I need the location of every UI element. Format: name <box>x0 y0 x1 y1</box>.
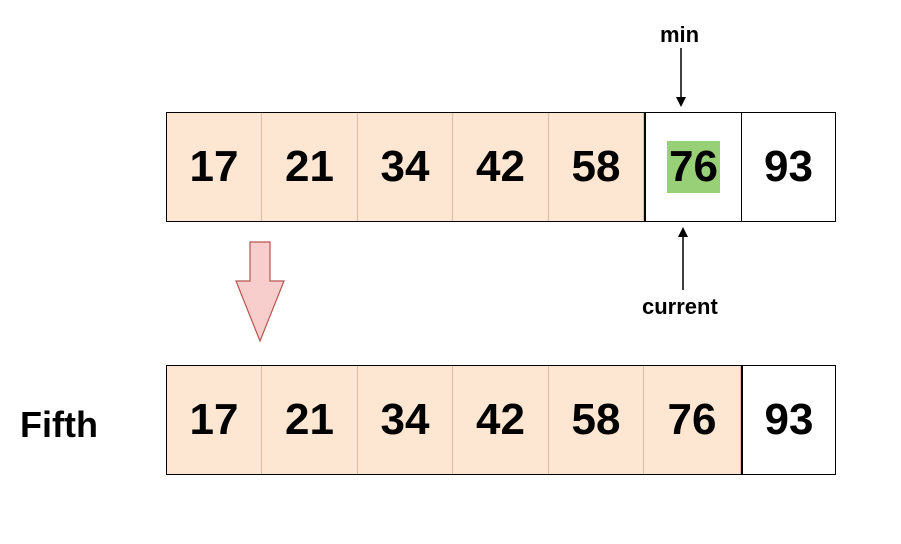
cell-value: 21 <box>285 142 334 191</box>
cell-value: 34 <box>380 142 430 191</box>
cell-value: 17 <box>189 395 239 444</box>
cell-value: 58 <box>571 395 621 444</box>
down-arrow-icon <box>235 241 285 343</box>
cell-value: 42 <box>476 142 525 191</box>
bottom-cell: 93 <box>741 366 835 474</box>
bottom-cell: 21 <box>262 366 358 474</box>
bottom-cell: 34 <box>358 366 453 474</box>
cell-value: 58 <box>571 142 621 191</box>
bottom-cell: 76 <box>644 366 741 474</box>
cell-value: 21 <box>285 395 334 444</box>
top-cell: 42 <box>453 113 549 221</box>
top-cell: 76 <box>644 113 741 221</box>
cell-value: 42 <box>476 395 525 444</box>
top-cell: 17 <box>167 113 262 221</box>
current-pointer-label: current <box>642 294 718 319</box>
bottom-cell: 42 <box>453 366 549 474</box>
top-cell: 34 <box>358 113 453 221</box>
cell-value: 93 <box>764 142 813 191</box>
top-cell: 58 <box>549 113 644 221</box>
pass-label: Fifth <box>20 404 98 445</box>
cell-value: 93 <box>764 395 814 444</box>
fifth-pass-array-row: 17 21 34 42 58 76 93 <box>166 365 836 475</box>
top-cell: 93 <box>741 113 835 221</box>
bottom-cell: 58 <box>549 366 644 474</box>
top-cell: 21 <box>262 113 358 221</box>
min-pointer-label: min <box>660 22 700 47</box>
cell-value: 34 <box>380 395 430 444</box>
cell-value: 17 <box>189 142 239 191</box>
top-array-row: 17 21 34 42 58 76 93 <box>166 112 836 222</box>
bottom-cell: 17 <box>167 366 262 474</box>
cell-value: 76 <box>667 395 717 444</box>
min-value: 76 <box>667 141 720 193</box>
